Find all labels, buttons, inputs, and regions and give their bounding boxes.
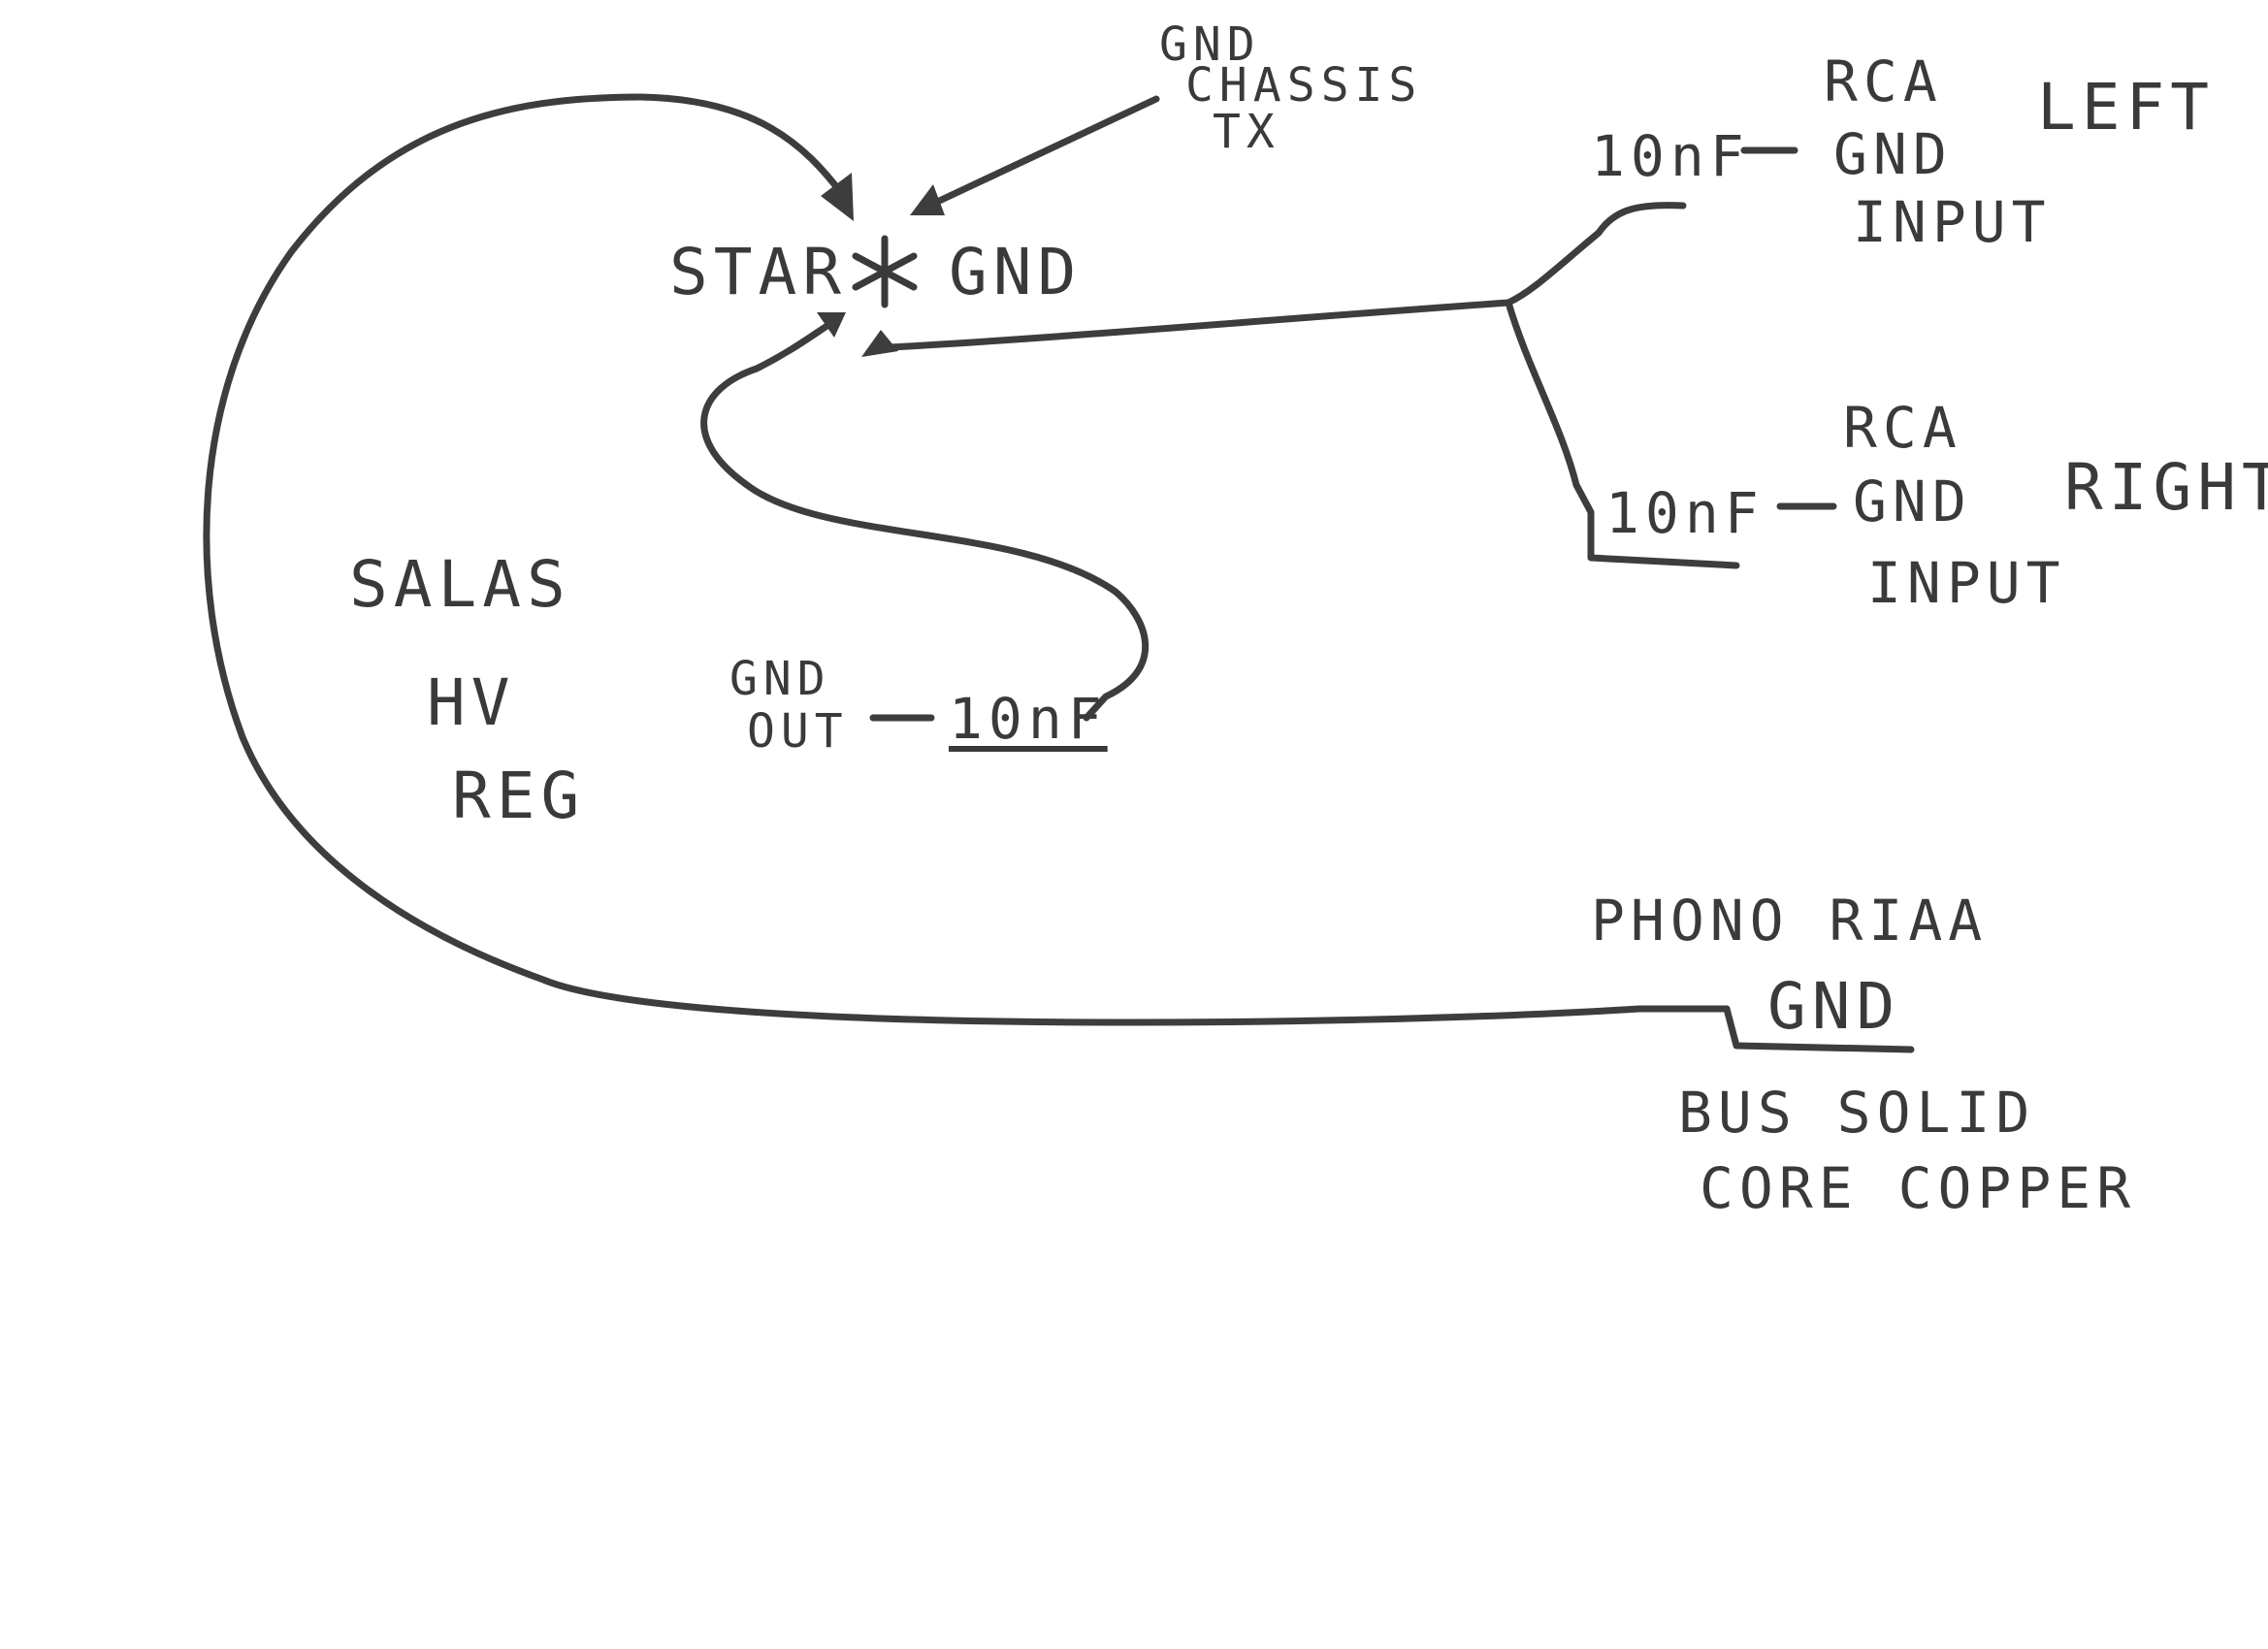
cap-right: 10nF — [1605, 480, 1765, 546]
chassis-line-1: GND — [1159, 17, 1261, 72]
rca-right-line-1: RCA — [1843, 395, 1962, 461]
arrowhead-chassis — [910, 184, 945, 215]
rca-left-line-1: RCA — [1824, 48, 1943, 114]
phono-riaa-wire — [203, 93, 1915, 1053]
gnd-out-line-2: OUT — [747, 704, 849, 759]
salas-line-2: HV — [427, 665, 516, 740]
arrowhead-loop — [821, 173, 854, 221]
star-icon — [852, 235, 918, 308]
rca-right-line-2: GND — [1853, 469, 1972, 534]
gnd-out-wire — [700, 316, 1150, 722]
bus-line-1: BUS SOLID — [1678, 1080, 2036, 1146]
arrowhead-rca — [861, 330, 898, 357]
rca-bus-wire — [887, 202, 1740, 569]
salas-line-3: REG — [452, 759, 586, 833]
cap-left: 10nF — [1591, 123, 1750, 189]
star-label: STAR — [669, 235, 847, 309]
chassis-line-2: CHASSIS — [1185, 58, 1423, 113]
phono-line-1: PHONO RIAA — [1591, 888, 1989, 954]
salas-line-1: SALAS — [349, 547, 571, 622]
star-gnd-label: GND — [949, 235, 1083, 309]
rca-left-line-2: GND — [1833, 121, 1953, 187]
bus-line-2: CORE COPPER — [1700, 1155, 2137, 1221]
right-label: RIGHT — [2064, 450, 2268, 525]
rca-left-line-3: INPUT — [1853, 189, 2052, 255]
gnd-out-line-1: GND — [729, 652, 831, 706]
left-label: LEFT — [2037, 70, 2215, 145]
phono-line-2: GND — [1767, 969, 1901, 1044]
chassis-line-3: TX — [1213, 105, 1280, 159]
rca-right-line-3: INPUT — [1867, 550, 2066, 616]
arrowhead-gnd-out — [817, 312, 846, 338]
cap-out: 10nF — [949, 686, 1108, 752]
chassis-tx-wire — [929, 95, 1160, 208]
